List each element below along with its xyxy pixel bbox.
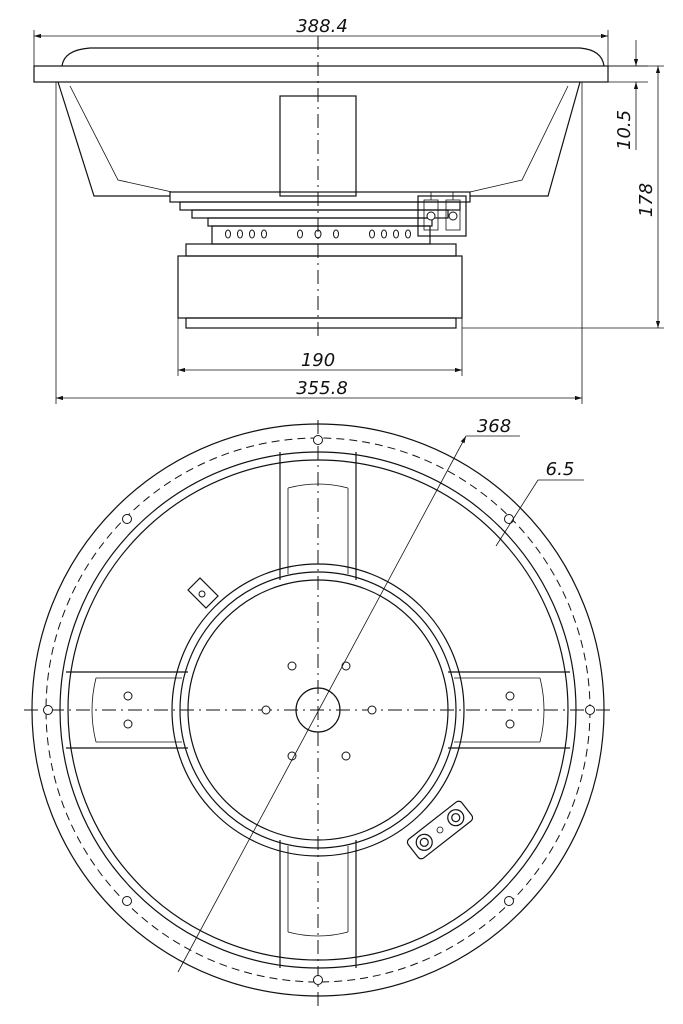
- outer-diameter-label: 388.4: [296, 16, 348, 37]
- mount-holes: [43, 435, 595, 985]
- side-view: 388.4 10.5 178 190 355.8: [33, 16, 664, 404]
- front-view: 368 6.5: [24, 416, 612, 1010]
- plate-holes: [261, 661, 377, 761]
- bolt-circle-label: 368: [477, 416, 511, 437]
- basket-right: [470, 81, 581, 197]
- overall-depth-label: 178: [636, 183, 657, 217]
- flange-thickness-label: 10.5: [614, 110, 635, 150]
- terminal-block: [417, 192, 467, 237]
- basket-left: [57, 81, 170, 197]
- front-terminal: [406, 800, 474, 860]
- mount-hole-label: 6.5: [546, 459, 575, 480]
- mounting-flange: [33, 65, 609, 83]
- surround-top: [61, 47, 605, 67]
- magnet: [177, 255, 463, 319]
- basket-diameter-label: 355.8: [296, 378, 348, 399]
- vent-holes: [225, 229, 411, 239]
- wire-tab: [187, 577, 219, 609]
- magnet-diameter-label: 190: [301, 350, 335, 371]
